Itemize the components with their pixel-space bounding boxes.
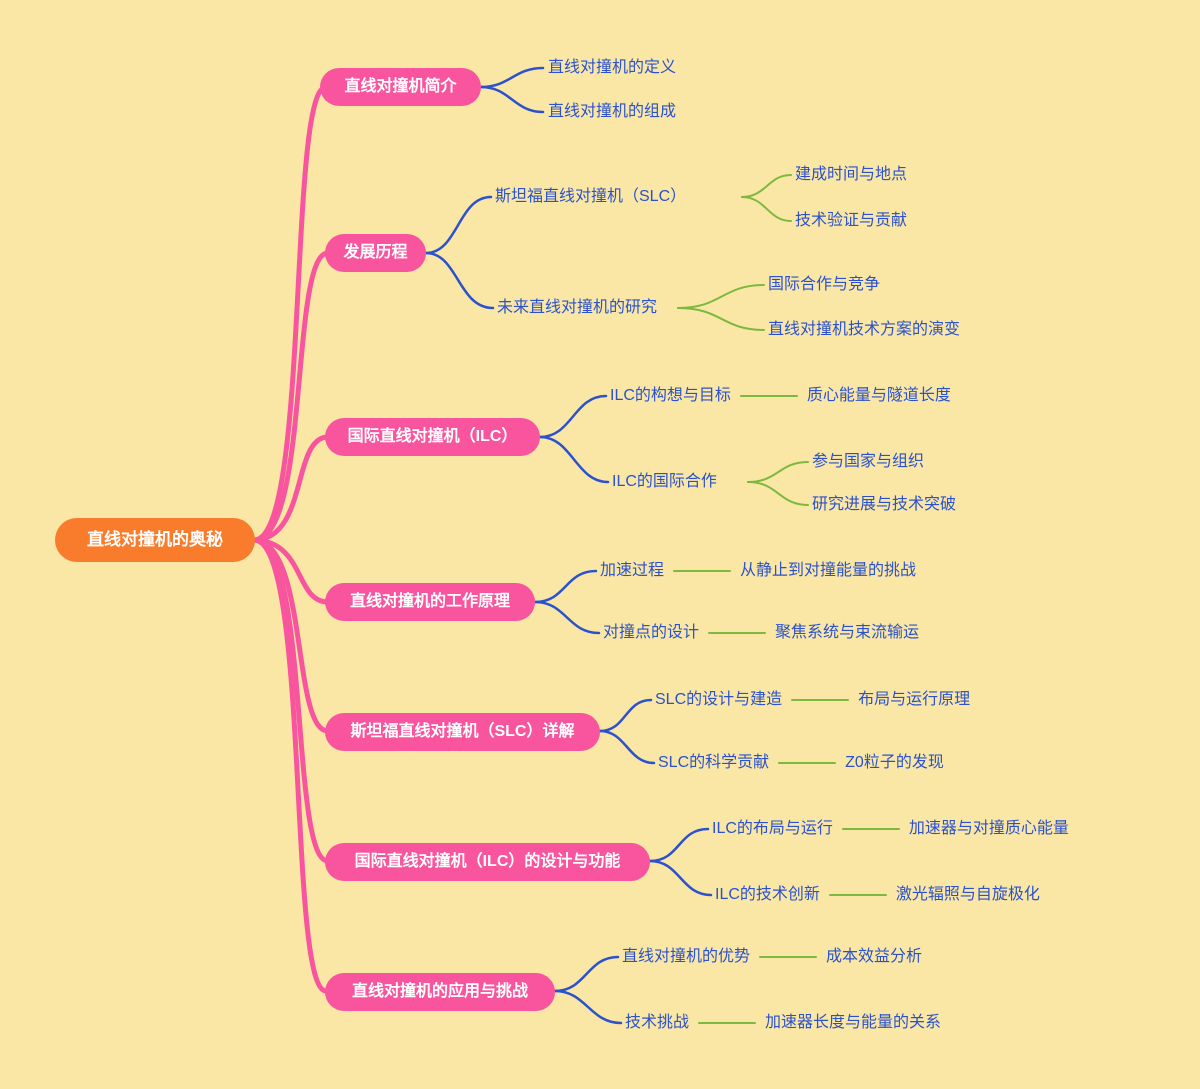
grandchild-connector [677,307,765,331]
grandchild-connector-line [708,632,767,634]
grandchild-connector [747,461,809,483]
branch-connector [252,250,331,543]
child-connector [533,569,598,604]
child-connector [553,989,623,1025]
child-connector [533,600,601,635]
child-node[interactable]: 对撞点的设计 [603,624,700,641]
child-connector [479,66,545,89]
grandchild-connector-line [841,828,900,830]
grandchild-connector-line [698,1022,757,1024]
grandchild-node[interactable]: 加速器长度与能量的关系 [765,1014,942,1031]
branch-ilc-design[interactable]: 国际直线对撞机（ILC）的设计与功能 [325,843,650,881]
grandchild-connector-line [759,956,818,958]
child-row: 加速过程 从静止到对撞能量的挑战 [600,558,916,584]
grandchild-node[interactable]: 聚焦系统与束流输运 [775,624,920,641]
child-connector [538,394,608,439]
grandchild-node[interactable]: 建成时间与地点 [795,166,908,183]
child-row: 技术挑战 加速器长度与能量的关系 [625,1010,941,1036]
child-connector [598,729,656,765]
grandchild-node[interactable]: 技术验证与贡献 [795,212,908,229]
branch-connector [252,537,331,605]
child-connector [479,85,545,114]
grandchild-node[interactable]: 从静止到对撞能量的挑战 [740,562,917,579]
branch-connector [252,537,329,994]
child-row: ILC的构想与目标 质心能量与隧道长度 [610,383,951,409]
child-connector [424,251,495,310]
grandchild-connector-line [778,762,837,764]
grandchild-node[interactable]: 研究进展与技术突破 [812,496,957,513]
branch-slc-detail[interactable]: 斯坦福直线对撞机（SLC）详解 [325,713,600,751]
grandchild-node[interactable]: 成本效益分析 [826,948,923,965]
grandchild-connector [741,174,792,198]
child-node[interactable]: 直线对撞机的定义 [548,59,677,76]
child-node[interactable]: ILC的国际合作 [612,473,717,490]
branch-ilc[interactable]: 国际直线对撞机（ILC） [325,418,540,456]
grandchild-node[interactable]: 直线对撞机技术方案的演变 [768,321,961,338]
child-row: SLC的科学贡献 Z0粒子的发现 [658,750,944,776]
branch-principle[interactable]: 直线对撞机的工作原理 [325,583,535,621]
child-node[interactable]: 加速过程 [600,562,665,579]
child-node[interactable]: ILC的构想与目标 [610,387,731,404]
branch-connector [252,84,329,543]
grandchild-connector-line [739,395,798,397]
grandchild-node[interactable]: 加速器与对撞质心能量 [908,820,1069,837]
child-connector [553,955,620,993]
grandchild-connector-line [828,894,887,896]
child-node[interactable]: ILC的布局与运行 [712,820,833,837]
child-node[interactable]: SLC的设计与建造 [655,691,783,708]
grandchild-node[interactable]: 激光辐照与自旋极化 [895,886,1040,903]
grandchild-node[interactable]: 布局与运行原理 [858,691,971,708]
child-row: 对撞点的设计 聚焦系统与束流输运 [603,620,919,646]
child-row: ILC的布局与运行 加速器与对撞质心能量 [712,816,1069,842]
child-node[interactable]: 技术挑战 [625,1014,690,1031]
grandchild-connector-line [791,699,850,701]
child-node[interactable]: 直线对撞机的优势 [622,948,751,965]
grandchild-connector [747,481,809,506]
child-node[interactable]: 未来直线对撞机的研究 [497,299,658,316]
grandchild-node[interactable]: Z0粒子的发现 [845,754,944,771]
child-row: SLC的设计与建造 布局与运行原理 [655,687,970,713]
child-node[interactable]: SLC的科学贡献 [658,754,770,771]
grandchild-node[interactable]: 质心能量与隧道长度 [806,387,951,404]
branch-connector [252,537,331,734]
child-node[interactable]: ILC的技术创新 [715,886,820,903]
child-connector [648,827,710,863]
child-node[interactable]: 斯坦福直线对撞机（SLC） [495,188,687,205]
branch-intro[interactable]: 直线对撞机简介 [320,68,481,106]
child-connector [424,195,493,255]
child-row: ILC的技术创新 激光辐照与自旋极化 [715,882,1040,908]
branch-application[interactable]: 直线对撞机的应用与挑战 [325,973,555,1011]
branch-connector [252,434,331,543]
root-node[interactable]: 直线对撞机的奥秘 [55,518,255,562]
child-row: 直线对撞机的优势 成本效益分析 [622,944,922,970]
grandchild-node[interactable]: 国际合作与竞争 [768,276,881,293]
child-connector [598,698,653,733]
grandchild-connector [677,284,765,309]
child-node[interactable]: 直线对撞机的组成 [548,103,677,120]
grandchild-connector [741,196,792,222]
child-connector [648,859,713,897]
branch-development[interactable]: 发展历程 [325,234,426,272]
child-connector [538,435,610,484]
grandchild-node[interactable]: 参与国家与组织 [812,453,925,470]
grandchild-connector-line [673,570,732,572]
